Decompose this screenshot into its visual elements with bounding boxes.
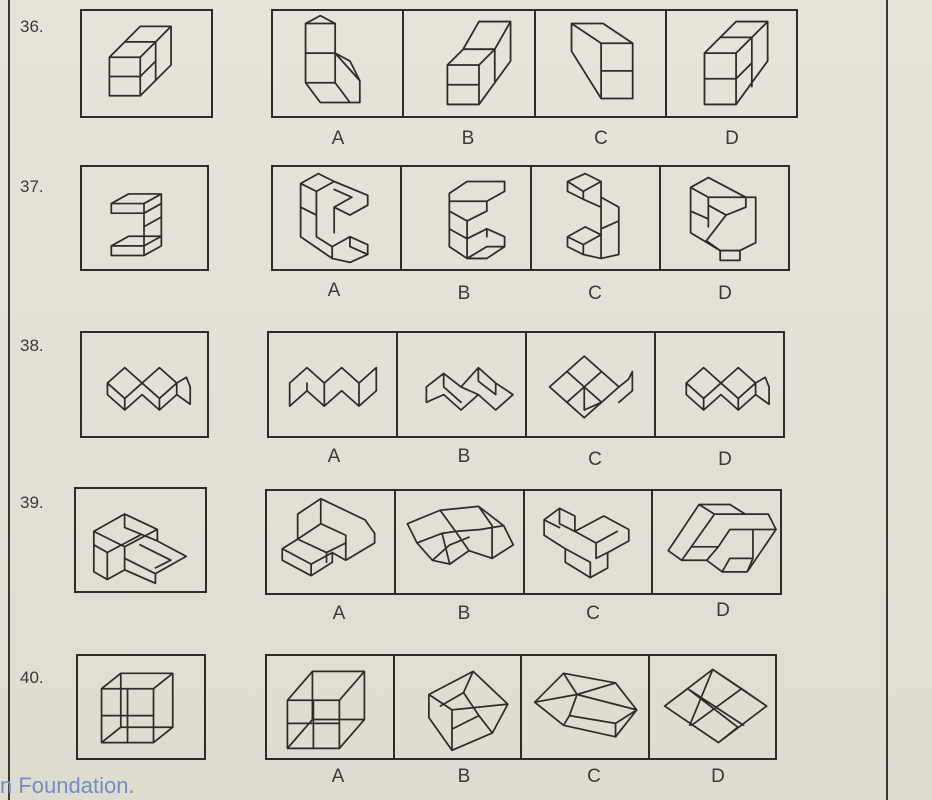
question-figure [76,654,206,760]
option-a[interactable] [267,491,394,593]
question-figure [80,165,209,271]
option-d[interactable] [665,11,796,116]
option-a[interactable] [267,656,393,758]
option-label-d: D [703,766,733,788]
question-number: 37. [20,177,44,197]
option-b[interactable] [393,656,521,758]
answer-options [271,165,790,271]
option-label-c: C [580,283,610,305]
option-d[interactable] [648,656,776,758]
option-a[interactable] [273,167,400,269]
option-label-b: B [449,766,479,788]
option-d[interactable] [654,333,783,436]
question-figure [80,9,213,118]
right-margin-line [886,0,888,800]
option-label-b: B [453,128,483,150]
option-a[interactable] [273,11,402,116]
option-label-a: A [324,603,354,625]
option-label-b: B [449,283,479,305]
option-b[interactable] [394,491,523,593]
option-label-d: D [710,283,740,305]
question-figure [74,487,207,593]
u-shape-blocks-figure [82,167,207,269]
option-label-c: C [586,128,616,150]
zigzag-cubes-figure [82,333,207,436]
option-b[interactable] [402,11,533,116]
option-b[interactable] [396,333,525,436]
answer-options [271,9,798,118]
question-number: 38. [20,336,44,356]
question-number: 36. [20,17,44,37]
option-a[interactable] [269,333,396,436]
question-number: 40. [20,668,44,688]
option-c[interactable] [530,167,659,269]
option-label-c: C [580,449,610,471]
option-c[interactable] [523,491,652,593]
option-label-a: A [319,280,349,302]
option-label-d: D [717,128,747,150]
stepped-blocks-figure [76,489,205,591]
option-label-d: D [708,600,738,622]
option-label-a: A [319,446,349,468]
option-label-c: C [578,603,608,625]
option-label-a: A [323,766,353,788]
stacked-cubes-figure [82,11,211,116]
option-b[interactable] [400,167,529,269]
option-d[interactable] [651,491,780,593]
answer-options [265,654,777,760]
option-label-a: A [323,128,353,150]
option-label-b: B [449,446,479,468]
open-box-figure [78,656,204,758]
question-figure [80,331,209,438]
watermark-text: n Foundation. [0,773,135,799]
option-c[interactable] [520,656,648,758]
option-label-b: B [449,603,479,625]
option-d[interactable] [659,167,788,269]
question-number: 39. [20,493,44,513]
answer-options [267,331,785,438]
option-c[interactable] [534,11,665,116]
answer-options [265,489,782,595]
option-label-c: C [579,766,609,788]
left-margin-line [8,0,10,800]
option-label-d: D [710,449,740,471]
option-c[interactable] [525,333,654,436]
